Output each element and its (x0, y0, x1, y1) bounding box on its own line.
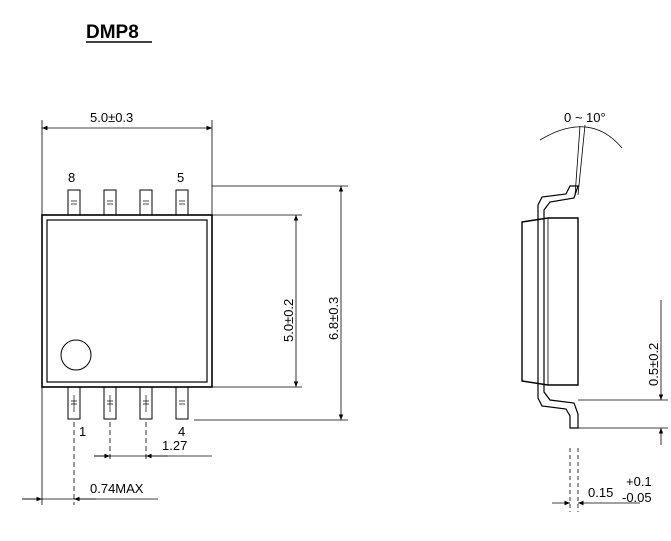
lead-tolerance-minus: -0.05 (622, 490, 652, 505)
angle-range-label: 0 ~ 10° (564, 110, 606, 125)
bottom-leads (67, 386, 189, 420)
pin-label-4: 4 (178, 424, 185, 439)
width-dimension-label: 5.0±0.3 (90, 110, 133, 125)
top-leads (67, 189, 189, 216)
package-body-outer (41, 214, 213, 388)
lead-thickness-label: 0.15 (588, 485, 613, 500)
top-view: 5.0±0.3 8 5 (22, 110, 348, 505)
package-body-inner (46, 219, 208, 383)
side-body (521, 217, 579, 386)
overall-height-dimension-label: 6.8±0.3 (326, 297, 341, 340)
angle-arc (539, 126, 623, 149)
package-title: DMP8 (86, 22, 139, 43)
gull-wing-lead (537, 185, 579, 429)
pin1-marker (60, 339, 92, 371)
body-height-dimension-label: 5.0±0.2 (281, 299, 296, 342)
pin-label-8: 8 (68, 170, 75, 185)
pin-label-1: 1 (79, 424, 86, 439)
pin-label-5: 5 (177, 170, 184, 185)
lead-tolerance-plus: +0.1 (626, 474, 652, 489)
side-view: 0 ~ 10° 0.5±0.2 0.15 +0.1 -0.05 (521, 110, 668, 512)
standoff-dimension-label: 0.5±0.2 (646, 343, 661, 386)
pitch-dimension-label: 1.27 (162, 438, 187, 453)
overhang-dimension-label: 0.74MAX (90, 481, 144, 496)
